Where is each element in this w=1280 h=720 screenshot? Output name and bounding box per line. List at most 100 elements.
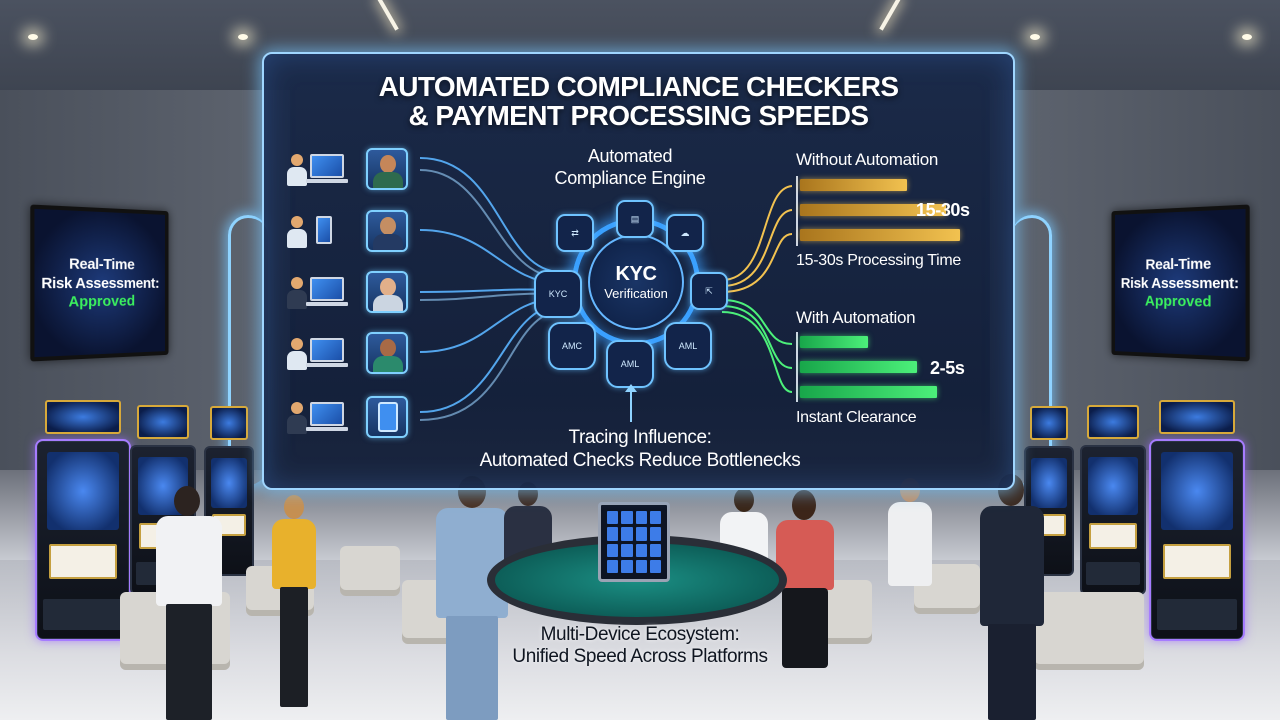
- user-icon: [286, 338, 308, 370]
- arrow-up-icon: [630, 388, 632, 422]
- without-automation-note: 15-30s Processing Time: [796, 252, 961, 270]
- person-head: [174, 486, 200, 516]
- phone-icon: [316, 216, 332, 244]
- person-head: [284, 495, 304, 519]
- laptop-user: [286, 152, 346, 188]
- person-head: [792, 490, 816, 520]
- engine-label: Automated Compliance Engine: [540, 146, 720, 189]
- laptop-user: [286, 400, 346, 436]
- export-icon: ⇱: [690, 272, 728, 310]
- user-icon: [286, 277, 308, 309]
- person-standing: [268, 495, 320, 715]
- phone-user: [286, 214, 346, 250]
- monitor-text: Risk Assessment:: [1121, 274, 1239, 293]
- gold-bar: [800, 229, 960, 241]
- slot-machine: [1080, 445, 1146, 595]
- table-caption-line2: Unified Speed Across Platforms: [470, 646, 810, 668]
- person-standing: [150, 486, 230, 720]
- person-body: [980, 506, 1044, 626]
- with-automation-value: 2-5s: [930, 358, 964, 379]
- user-icon: [286, 154, 308, 186]
- risk-monitor-left: Real-Time Risk Assessment: Approved: [30, 204, 168, 361]
- slot-screen: [47, 452, 119, 530]
- green-bar: [800, 336, 868, 348]
- laptop-user: [286, 275, 346, 311]
- slot-topper: [1030, 406, 1069, 440]
- link-icon: ⇄: [556, 214, 594, 252]
- slot-panel: [1086, 562, 1141, 585]
- gold-bar: [800, 179, 907, 191]
- person-body: [272, 519, 316, 589]
- amc-node-label: AMC: [562, 342, 582, 351]
- person-body: [156, 516, 222, 606]
- document-icon: ▤: [616, 200, 654, 238]
- tracing-caption: Tracing Influence: Automated Checks Redu…: [450, 426, 830, 472]
- device-user-row: [286, 148, 416, 192]
- slot-screen: [1088, 457, 1138, 515]
- aml-screening-node-label: AML: [679, 342, 698, 351]
- portrait-icon: [366, 148, 408, 190]
- ceiling-light: [238, 34, 248, 40]
- neon-light-arc: [1012, 215, 1052, 485]
- table-caption: Multi-Device Ecosystem: Unified Speed Ac…: [470, 624, 810, 669]
- kyc-node-label: KYC: [549, 290, 568, 299]
- green-bar: [800, 361, 917, 373]
- slot-reels: [1089, 523, 1136, 549]
- slot-screen: [1161, 452, 1233, 530]
- green-bar: [800, 386, 937, 398]
- laptop-base: [306, 363, 348, 367]
- panel-title-line2: & PAYMENT PROCESSING SPEEDS: [264, 101, 1013, 130]
- kyc-node: KYC: [534, 270, 582, 318]
- laptop-icon: [310, 338, 344, 362]
- with-automation-heading: With Automation: [796, 308, 915, 328]
- device-user-row: [286, 210, 416, 254]
- laptop-base: [306, 179, 348, 183]
- laptop-base: [306, 427, 348, 431]
- ceiling-light: [1030, 34, 1040, 40]
- monitor-text: Real-Time: [1146, 255, 1211, 275]
- laptop-base: [306, 302, 348, 306]
- laptop-icon: [310, 154, 344, 178]
- monitor-text: Real-Time: [69, 255, 134, 275]
- device-user-row: [286, 396, 416, 440]
- laptop-icon: [310, 402, 344, 426]
- chair: [1034, 592, 1144, 670]
- slot-topper: [1087, 405, 1139, 439]
- slot-topper: [137, 405, 189, 439]
- slot-reels: [49, 544, 117, 579]
- chair: [340, 546, 400, 596]
- slot-panel: [1157, 599, 1236, 630]
- laptop-icon: [310, 277, 344, 301]
- table-caption-line1: Multi-Device Ecosystem:: [470, 624, 810, 646]
- cloud-icon: ☁: [666, 214, 704, 252]
- person-standing: [884, 478, 936, 678]
- device-user-row: [286, 332, 416, 376]
- slot-panel: [43, 599, 122, 630]
- bar-axis: [796, 176, 798, 246]
- slot-machine: [36, 440, 130, 640]
- person-legs: [988, 624, 1036, 720]
- person-body: [888, 502, 932, 586]
- person-standing: [770, 490, 840, 720]
- aml-screening-node: AML: [664, 322, 712, 370]
- portrait-icon: [366, 332, 408, 374]
- portrait-icon: [366, 271, 408, 313]
- user-icon: [286, 216, 308, 248]
- bar-axis: [796, 332, 798, 402]
- monitor-text: Risk Assessment:: [41, 274, 159, 293]
- person-legs: [280, 587, 308, 707]
- engine-core-title: KYC: [615, 263, 656, 286]
- panel-title-line1: AUTOMATED COMPLIANCE CHECKERS: [264, 72, 1013, 101]
- slot-machine: [1150, 440, 1244, 640]
- risk-monitor-right: Real-Time Risk Assessment: Approved: [1112, 204, 1250, 361]
- amc-node: AMC: [548, 322, 596, 370]
- monitor-status: Approved: [68, 293, 135, 311]
- panel-title: AUTOMATED COMPLIANCE CHECKERS & PAYMENT …: [264, 72, 1013, 131]
- person-standing: [974, 474, 1050, 720]
- person-legs: [166, 604, 212, 720]
- slot-topper: [1159, 400, 1235, 434]
- slot-reels: [1163, 544, 1231, 579]
- tracing-line1: Tracing Influence:: [450, 426, 830, 449]
- ceiling-light: [28, 34, 38, 40]
- without-automation-heading: Without Automation: [796, 150, 938, 170]
